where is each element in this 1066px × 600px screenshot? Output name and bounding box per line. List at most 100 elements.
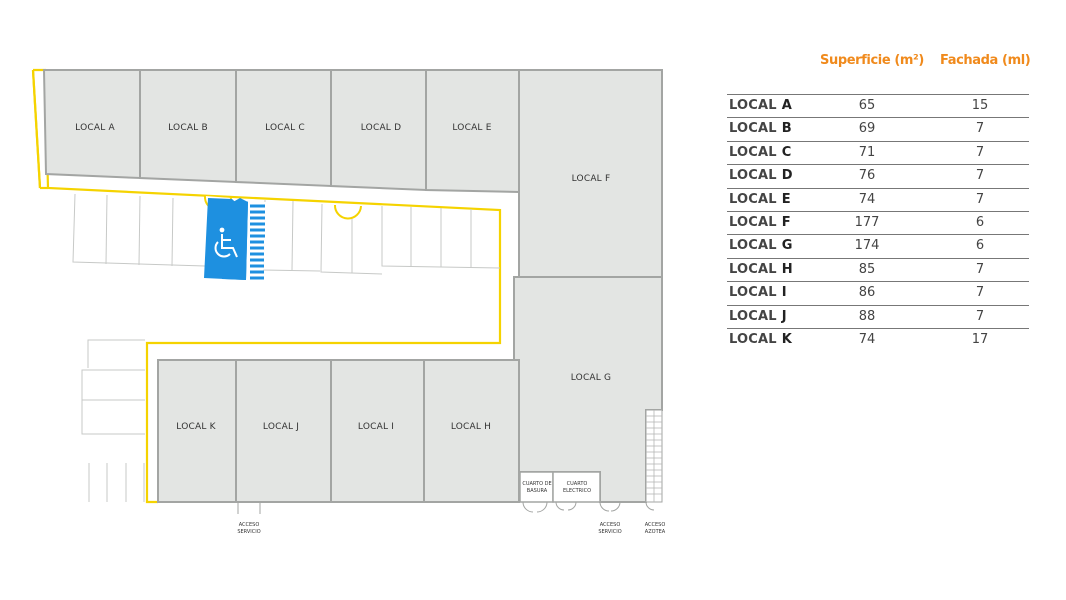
acceso-servicio-right-1: ACCESO [600, 522, 621, 528]
row-local-prefix: LOCAL [729, 238, 777, 254]
row-local-prefix: LOCAL [729, 331, 777, 347]
row-local-prefix: LOCAL [729, 144, 777, 160]
local-k-shape[interactable] [157, 359, 237, 503]
row-local-letter: E [781, 191, 791, 207]
row-local-letter: G [781, 238, 793, 254]
local-c-label: LOCAL C [265, 123, 305, 133]
row-superficie: 85 [858, 261, 876, 277]
row-local-letter: B [781, 121, 792, 137]
local-j-shape[interactable] [235, 359, 332, 503]
local-e-label: LOCAL E [452, 123, 491, 133]
local-i-label: LOCAL I [358, 422, 394, 432]
row-local-prefix: LOCAL [729, 121, 777, 137]
row-superficie: 65 [858, 98, 876, 113]
row-superficie: 69 [858, 121, 876, 137]
row-local-prefix: LOCAL [729, 308, 777, 324]
row-fachada: 15 [971, 98, 989, 113]
local-b-label: LOCAL B [168, 123, 208, 133]
row-fachada: 7 [975, 285, 985, 301]
row-fachada: 7 [975, 144, 985, 160]
floor-plan: LOCAL A LOCAL B LOCAL C LOCAL D LOCAL E … [31, 68, 666, 535]
yellow-line-left-edge [31, 69, 42, 189]
header-fachada: Fachada (ml) [940, 53, 1031, 68]
local-g-shape[interactable] [513, 276, 663, 503]
row-local-prefix: LOCAL [729, 98, 777, 113]
acceso-azotea-2: AZOTEA [645, 529, 666, 535]
local-f-label: LOCAL F [572, 174, 611, 184]
row-superficie: 174 [854, 238, 880, 254]
row-local-prefix: LOCAL [729, 261, 777, 277]
local-k-label: LOCAL K [176, 422, 216, 432]
row-fachada: 7 [975, 168, 985, 184]
room-basura-label-2: BASURA [527, 488, 548, 494]
row-superficie: 74 [858, 331, 876, 347]
row-superficie: 71 [858, 144, 876, 160]
table-row: LOCAL A 65 15 [727, 94, 1029, 117]
row-local-letter: J [781, 308, 787, 324]
room-cuarto-electrico [552, 471, 601, 503]
row-local-prefix: LOCAL [729, 191, 777, 207]
row-fachada: 17 [971, 331, 989, 347]
row-fachada: 7 [975, 308, 985, 324]
row-fachada: 7 [975, 121, 985, 137]
row-local-letter: C [781, 144, 792, 160]
row-fachada: 6 [975, 238, 985, 254]
row-fachada: 7 [975, 261, 985, 277]
row-superficie: 177 [854, 214, 880, 230]
wheelchair-icon [214, 227, 238, 258]
stairs-azotea [645, 409, 663, 503]
row-local-prefix: LOCAL [729, 168, 777, 184]
room-basura-label-1: CUARTO DE [522, 481, 551, 487]
local-d-label: LOCAL D [361, 123, 401, 133]
row-superficie: 76 [858, 168, 876, 184]
row-fachada: 6 [975, 214, 985, 230]
acceso-azotea-1: ACCESO [645, 522, 666, 528]
row-local-letter: D [781, 168, 793, 184]
room-cuarto-basura [519, 471, 554, 503]
header-superficie: Superficie (m²) [820, 53, 924, 68]
local-a-label: LOCAL A [75, 123, 115, 133]
row-superficie: 74 [858, 191, 876, 207]
door-swings [237, 501, 655, 514]
acceso-servicio-left-2: SERVICIO [237, 529, 260, 535]
local-h-label: LOCAL H [451, 422, 491, 432]
table-header: Superficie (m²) Fachada (ml) [727, 50, 1031, 94]
row-fachada: 7 [975, 191, 985, 207]
room-electrico-label-2: ELECTRICO [563, 488, 591, 494]
row-local-letter: F [781, 214, 791, 230]
room-electrico-label-1: CUARTO [567, 481, 588, 487]
parking-stalls-lower [81, 339, 145, 502]
row-superficie: 86 [858, 285, 876, 301]
row-local-letter: A [781, 98, 793, 113]
accessible-parking [204, 198, 266, 282]
row-local-letter: H [781, 261, 793, 277]
row-superficie: 88 [858, 308, 876, 324]
row-local-prefix: LOCAL [729, 214, 777, 230]
row-local-letter: I [781, 285, 787, 301]
row-local-letter: K [781, 331, 793, 347]
local-h-shape[interactable] [423, 359, 520, 503]
local-f-shape[interactable] [518, 69, 663, 278]
local-i-shape[interactable] [330, 359, 425, 503]
